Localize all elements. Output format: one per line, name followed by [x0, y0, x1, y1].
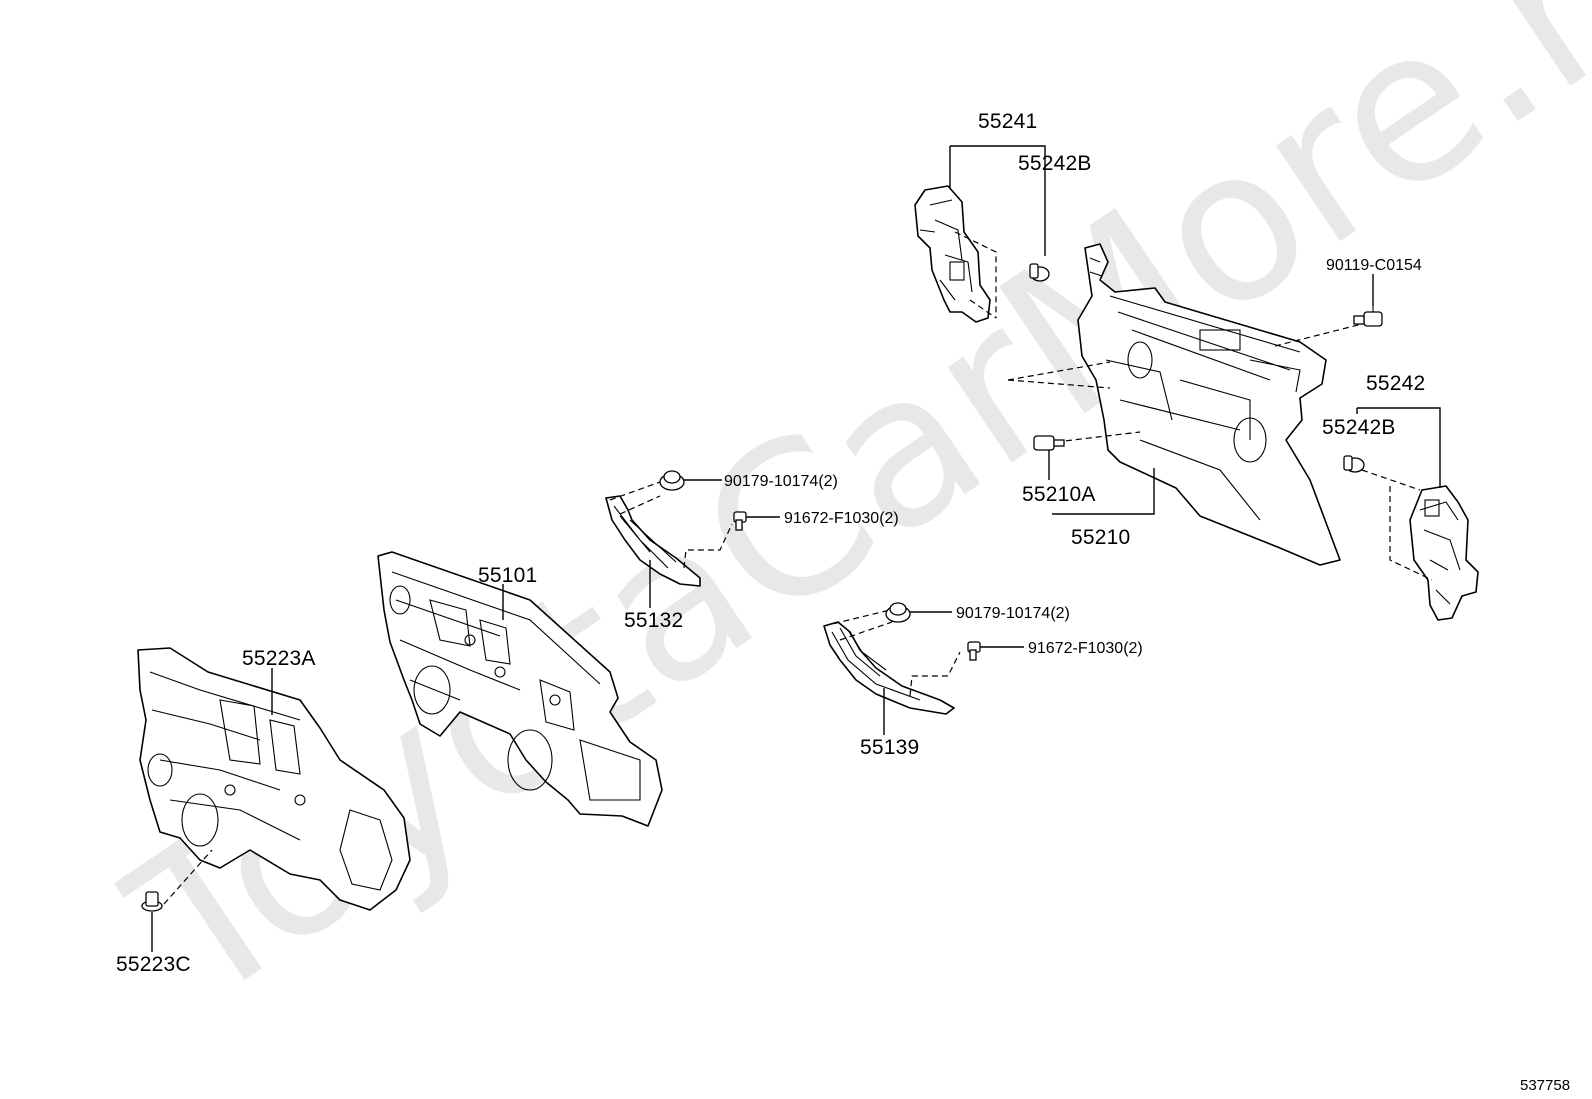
- label-55242B-right: 55242B: [1322, 416, 1396, 439]
- label-55101: 55101: [478, 564, 537, 587]
- label-55241: 55241: [978, 110, 1037, 133]
- insulator-55210: [1077, 243, 1341, 566]
- washer-90179-a: [659, 470, 685, 491]
- label-55139: 55139: [860, 736, 919, 759]
- bracket-55241: [914, 185, 991, 323]
- silencer-55223A: [137, 647, 411, 911]
- diagram-id: 537758: [1520, 1077, 1570, 1094]
- insulator-55139: [823, 621, 955, 715]
- label-55242: 55242: [1366, 372, 1425, 395]
- label-90179-10174-a: 90179-10174(2): [724, 473, 838, 490]
- bolt-91672-b: [967, 641, 981, 661]
- bolt-55242B-right: [1343, 455, 1365, 473]
- bolt-55242B-top: [1029, 263, 1050, 282]
- insulator-55132: [605, 495, 701, 587]
- label-55210A: 55210A: [1022, 483, 1096, 506]
- label-55242B-top: 55242B: [1018, 152, 1092, 175]
- label-55132: 55132: [624, 609, 683, 632]
- label-55223A: 55223A: [242, 647, 316, 670]
- panel-55101: [377, 551, 663, 827]
- bracket-55242: [1409, 485, 1479, 621]
- label-55223C: 55223C: [116, 953, 191, 976]
- label-90119-C0154: 90119-C0154: [1326, 257, 1422, 274]
- bolt-90119-C0154: [1353, 306, 1383, 327]
- label-90179-10174-b: 90179-10174(2): [956, 605, 1070, 622]
- clip-55223C: [141, 891, 163, 912]
- bolt-55210A: [1033, 435, 1065, 451]
- label-55210: 55210: [1071, 526, 1130, 549]
- label-91672-F1030-a: 91672-F1030(2): [784, 510, 899, 527]
- washer-90179-b: [885, 602, 911, 623]
- label-91672-F1030-b: 91672-F1030(2): [1028, 640, 1143, 657]
